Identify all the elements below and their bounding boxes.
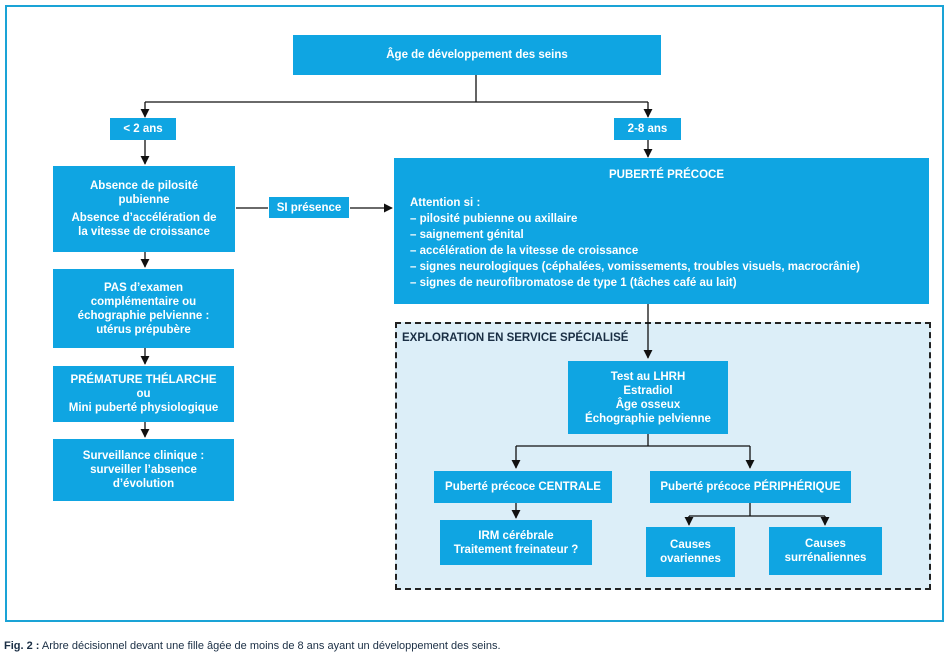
- centrale-label: Puberté précoce CENTRALE: [445, 481, 601, 493]
- root-node: Âge de développement des seins: [293, 35, 661, 75]
- irm-node: IRM cérébrale Traitement freinateur ?: [440, 520, 592, 565]
- puberte-item-2: – saignement génital: [410, 229, 524, 241]
- pas-examen-node: PAS d’examen complémentaire ou échograph…: [53, 269, 234, 348]
- puberte-title: PUBERTÉ PRÉCOCE: [608, 169, 725, 181]
- ovariennes-line2: ovariennes: [660, 553, 721, 565]
- ovariennes-node: Causes ovariennes: [646, 527, 735, 577]
- surveillance-node: Surveillance clinique : surveiller l’abs…: [53, 439, 234, 501]
- figure-caption: Fig. 2 : Arbre décisionnel devant une fi…: [4, 640, 501, 652]
- premature-line2: ou: [136, 388, 151, 400]
- ovariennes-line1: Causes: [670, 539, 711, 551]
- puberte-item-4: – signes neurologiques (céphalées, vomis…: [410, 261, 860, 273]
- surrenaliennes-node: Causes surrénaliennes: [769, 527, 882, 575]
- caption-prefix: Fig. 2 :: [4, 640, 40, 652]
- surrenaliennes-line2: surrénaliennes: [784, 552, 867, 564]
- branch-2-8-label: 2-8 ans: [627, 123, 668, 135]
- tests-item-1: Test au LHRH: [610, 370, 686, 383]
- premature-line1: PRÉMATURE THÉLARCHE: [70, 374, 217, 386]
- branch-2-8-node: 2-8 ans: [614, 118, 681, 140]
- centrale-node: Puberté précoce CENTRALE: [434, 471, 612, 503]
- branch-lt2-label: < 2 ans: [123, 123, 163, 135]
- tests-item-3: Âge osseux: [615, 398, 681, 411]
- puberte-item-1: – pilosité pubienne ou axillaire: [410, 213, 578, 225]
- puberte-attention: Attention si :: [410, 197, 481, 209]
- absence-line2: Absence d’accélération de la vitesse de …: [71, 212, 217, 238]
- absence-node: Absence de pilosité pubienne Absence d’a…: [53, 166, 235, 252]
- exploration-title: EXPLORATION EN SERVICE SPÉCIALISÉ: [402, 332, 629, 344]
- si-presence-label: SI présence: [276, 201, 342, 214]
- si-presence-node: SI présence: [269, 197, 349, 218]
- peripherique-label: Puberté précoce PÉRIPHÉRIQUE: [660, 481, 841, 493]
- puberte-item-3: – accélération de la vitesse de croissan…: [410, 245, 639, 257]
- pas-examen-text: PAS d’examen complémentaire ou échograph…: [77, 281, 210, 336]
- puberte-node: PUBERTÉ PRÉCOCE Attention si : – pilosit…: [394, 158, 929, 304]
- tests-node: Test au LHRH Estradiol Âge osseux Échogr…: [568, 361, 728, 434]
- tests-item-2: Estradiol: [623, 384, 673, 397]
- irm-line2: Traitement freinateur ?: [453, 543, 579, 556]
- caption-text: Arbre décisionnel devant une fille âgée …: [39, 640, 501, 652]
- root-label: Âge de développement des seins: [386, 49, 568, 61]
- absence-line1: Absence de pilosité pubienne: [89, 180, 198, 206]
- surveillance-text: Surveillance clinique : surveiller l’abs…: [82, 450, 205, 490]
- branch-lt2-node: < 2 ans: [110, 118, 176, 140]
- puberte-item-5: – signes de neurofibromatose de type 1 (…: [410, 277, 737, 289]
- premature-node: PRÉMATURE THÉLARCHE ou Mini puberté phys…: [53, 366, 234, 422]
- irm-line1: IRM cérébrale: [478, 529, 554, 542]
- surrenaliennes-line1: Causes: [805, 538, 846, 550]
- tests-item-4: Échographie pelvienne: [585, 412, 711, 425]
- peripherique-node: Puberté précoce PÉRIPHÉRIQUE: [650, 471, 851, 503]
- premature-line3: Mini puberté physiologique: [68, 402, 219, 414]
